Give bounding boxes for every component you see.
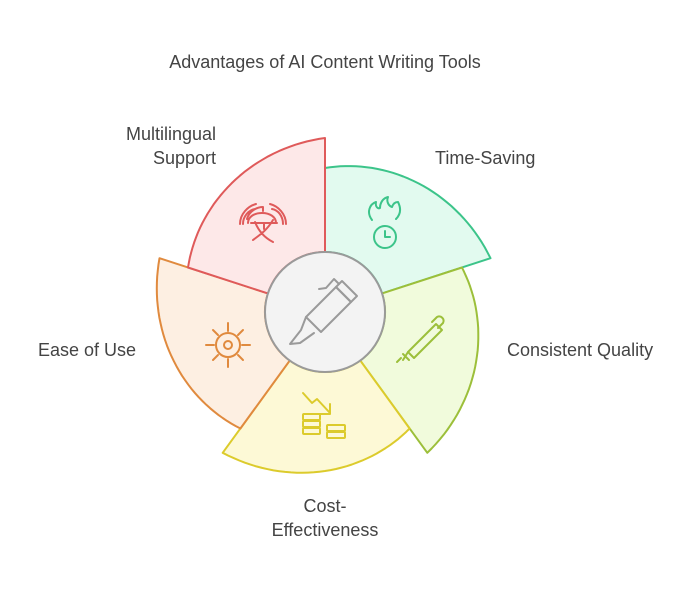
label-time-saving: Time-Saving [435, 148, 536, 168]
pen-icon [396, 315, 445, 363]
diagram-title: Advantages of AI Content Writing Tools [169, 52, 481, 72]
sun-gear-icon [205, 322, 251, 368]
highlighter-icon [289, 278, 358, 345]
fire-clock-icon [368, 196, 402, 249]
label-ease-of-use: Ease of Use [38, 340, 137, 360]
translate-icon [239, 203, 287, 243]
label-cost-effectiveness: Cost-Effectiveness [271, 496, 379, 540]
center-hub [264, 251, 386, 373]
label-consistent-quality: Consistent Quality [507, 340, 654, 360]
coins-down-icon [302, 392, 346, 439]
